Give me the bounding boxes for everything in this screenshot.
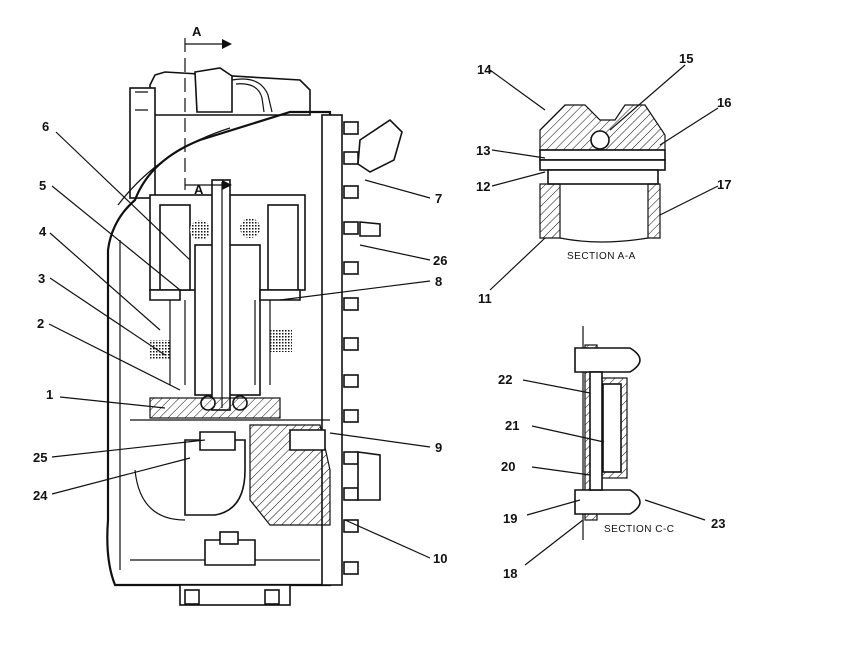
section-aa-title: SECTION A-A	[567, 251, 636, 262]
callout-23: 23	[711, 516, 725, 531]
callout-19: 19	[503, 511, 517, 526]
callout-5: 5	[39, 178, 46, 193]
callout-26: 26	[433, 253, 447, 268]
callout-24: 24	[33, 488, 48, 503]
callout-20: 20	[501, 459, 515, 474]
callout-8: 8	[435, 274, 442, 289]
main-assembly-view: A A 6 5 4 3 2 1 25 24 7 26 8 9	[33, 24, 447, 606]
section-cc-view: 22 21 20 19 23 18 SECTION C-C	[498, 326, 725, 581]
callout-25: 25	[33, 450, 47, 465]
section-cc-title: SECTION C-C	[604, 524, 675, 535]
callout-4: 4	[39, 224, 47, 239]
callout-22: 22	[498, 372, 512, 387]
callout-7: 7	[435, 191, 442, 206]
callout-3: 3	[38, 271, 45, 286]
callout-16: 16	[717, 95, 731, 110]
section-marker-bottom: A	[194, 182, 204, 197]
callout-17: 17	[717, 177, 731, 192]
callout-9: 9	[435, 440, 442, 455]
leader-lines	[48, 131, 431, 559]
flange-bolts	[343, 121, 359, 575]
callout-15: 15	[679, 51, 693, 66]
section-aa-leaders	[489, 64, 719, 291]
callout-14: 14	[477, 62, 492, 77]
section-marker-top: A	[192, 24, 202, 39]
callout-12: 12	[476, 179, 490, 194]
section-aa-view: 14 15 16 13 12 17 11 SECTION A-A	[476, 51, 731, 306]
callout-2: 2	[37, 316, 44, 331]
callout-1: 1	[46, 387, 53, 402]
callout-10: 10	[433, 551, 447, 566]
callout-21: 21	[505, 418, 519, 433]
section-cc-leaders	[522, 379, 706, 566]
callout-11: 11	[478, 291, 492, 306]
callout-18: 18	[503, 566, 517, 581]
callout-6: 6	[42, 119, 49, 134]
callout-13: 13	[476, 143, 490, 158]
